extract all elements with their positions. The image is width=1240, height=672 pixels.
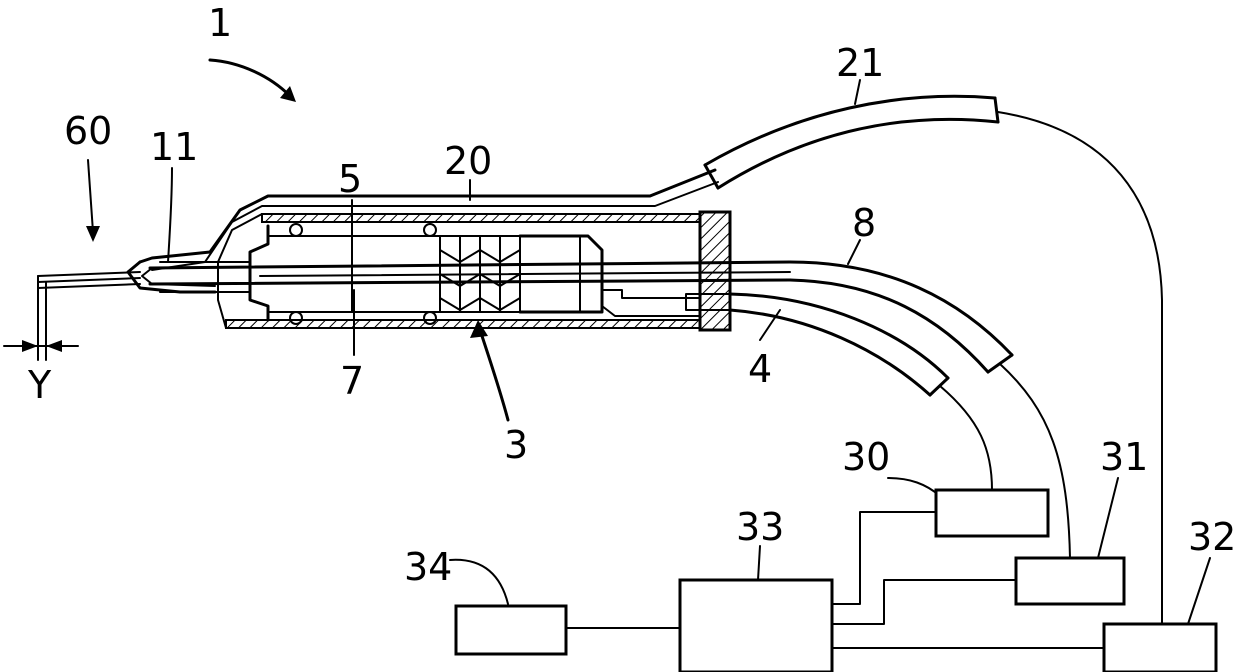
horn-body bbox=[250, 226, 268, 320]
label-Y: Y bbox=[27, 363, 52, 407]
leader-11 bbox=[168, 168, 172, 262]
hose-21-end bbox=[995, 98, 998, 122]
label-4: 4 bbox=[748, 347, 772, 391]
leader-32 bbox=[1188, 558, 1210, 624]
box-32 bbox=[1104, 624, 1216, 672]
leader-1 bbox=[210, 60, 290, 96]
leader-34 bbox=[450, 560, 508, 604]
label-20: 20 bbox=[444, 139, 492, 183]
label-11: 11 bbox=[150, 125, 198, 169]
needle-line-3 bbox=[38, 284, 140, 288]
label-5: 5 bbox=[338, 157, 362, 201]
leader-3 bbox=[480, 330, 508, 420]
label-31: 31 bbox=[1100, 435, 1148, 479]
y-arrow-right bbox=[46, 340, 62, 352]
label-8: 8 bbox=[852, 201, 876, 245]
hose-21-lower bbox=[718, 119, 998, 188]
hose-4-line-to-30 bbox=[940, 386, 992, 490]
label-7: 7 bbox=[340, 359, 364, 403]
label-3: 3 bbox=[504, 423, 528, 467]
y-arrow-left bbox=[22, 340, 38, 352]
leader-31 bbox=[1098, 478, 1118, 558]
arrowhead-60 bbox=[86, 226, 100, 242]
box-30 bbox=[936, 490, 1048, 536]
end-cap-hatched bbox=[700, 212, 730, 330]
needle-line-1 bbox=[38, 272, 140, 276]
leader-30 bbox=[888, 478, 940, 496]
box-34 bbox=[456, 606, 566, 654]
box-31 bbox=[1016, 558, 1124, 604]
hose-21-line-to-32 bbox=[998, 112, 1162, 625]
label-21: 21 bbox=[836, 41, 884, 85]
needle-line-2 bbox=[38, 278, 140, 282]
leader-33 bbox=[758, 546, 760, 580]
label-60: 60 bbox=[64, 109, 112, 153]
box-33 bbox=[680, 580, 832, 672]
hose-8-lower bbox=[790, 280, 988, 372]
leader-60 bbox=[88, 160, 93, 232]
label-32: 32 bbox=[1188, 515, 1236, 559]
label-1: 1 bbox=[208, 1, 232, 45]
label-30: 30 bbox=[842, 435, 890, 479]
label-34: 34 bbox=[404, 545, 452, 589]
o-ring-top-left bbox=[290, 224, 302, 236]
o-ring-top-right bbox=[424, 224, 436, 236]
hose-4-end bbox=[930, 378, 948, 395]
sleeve-top-wall bbox=[262, 214, 700, 222]
label-33: 33 bbox=[736, 505, 784, 549]
